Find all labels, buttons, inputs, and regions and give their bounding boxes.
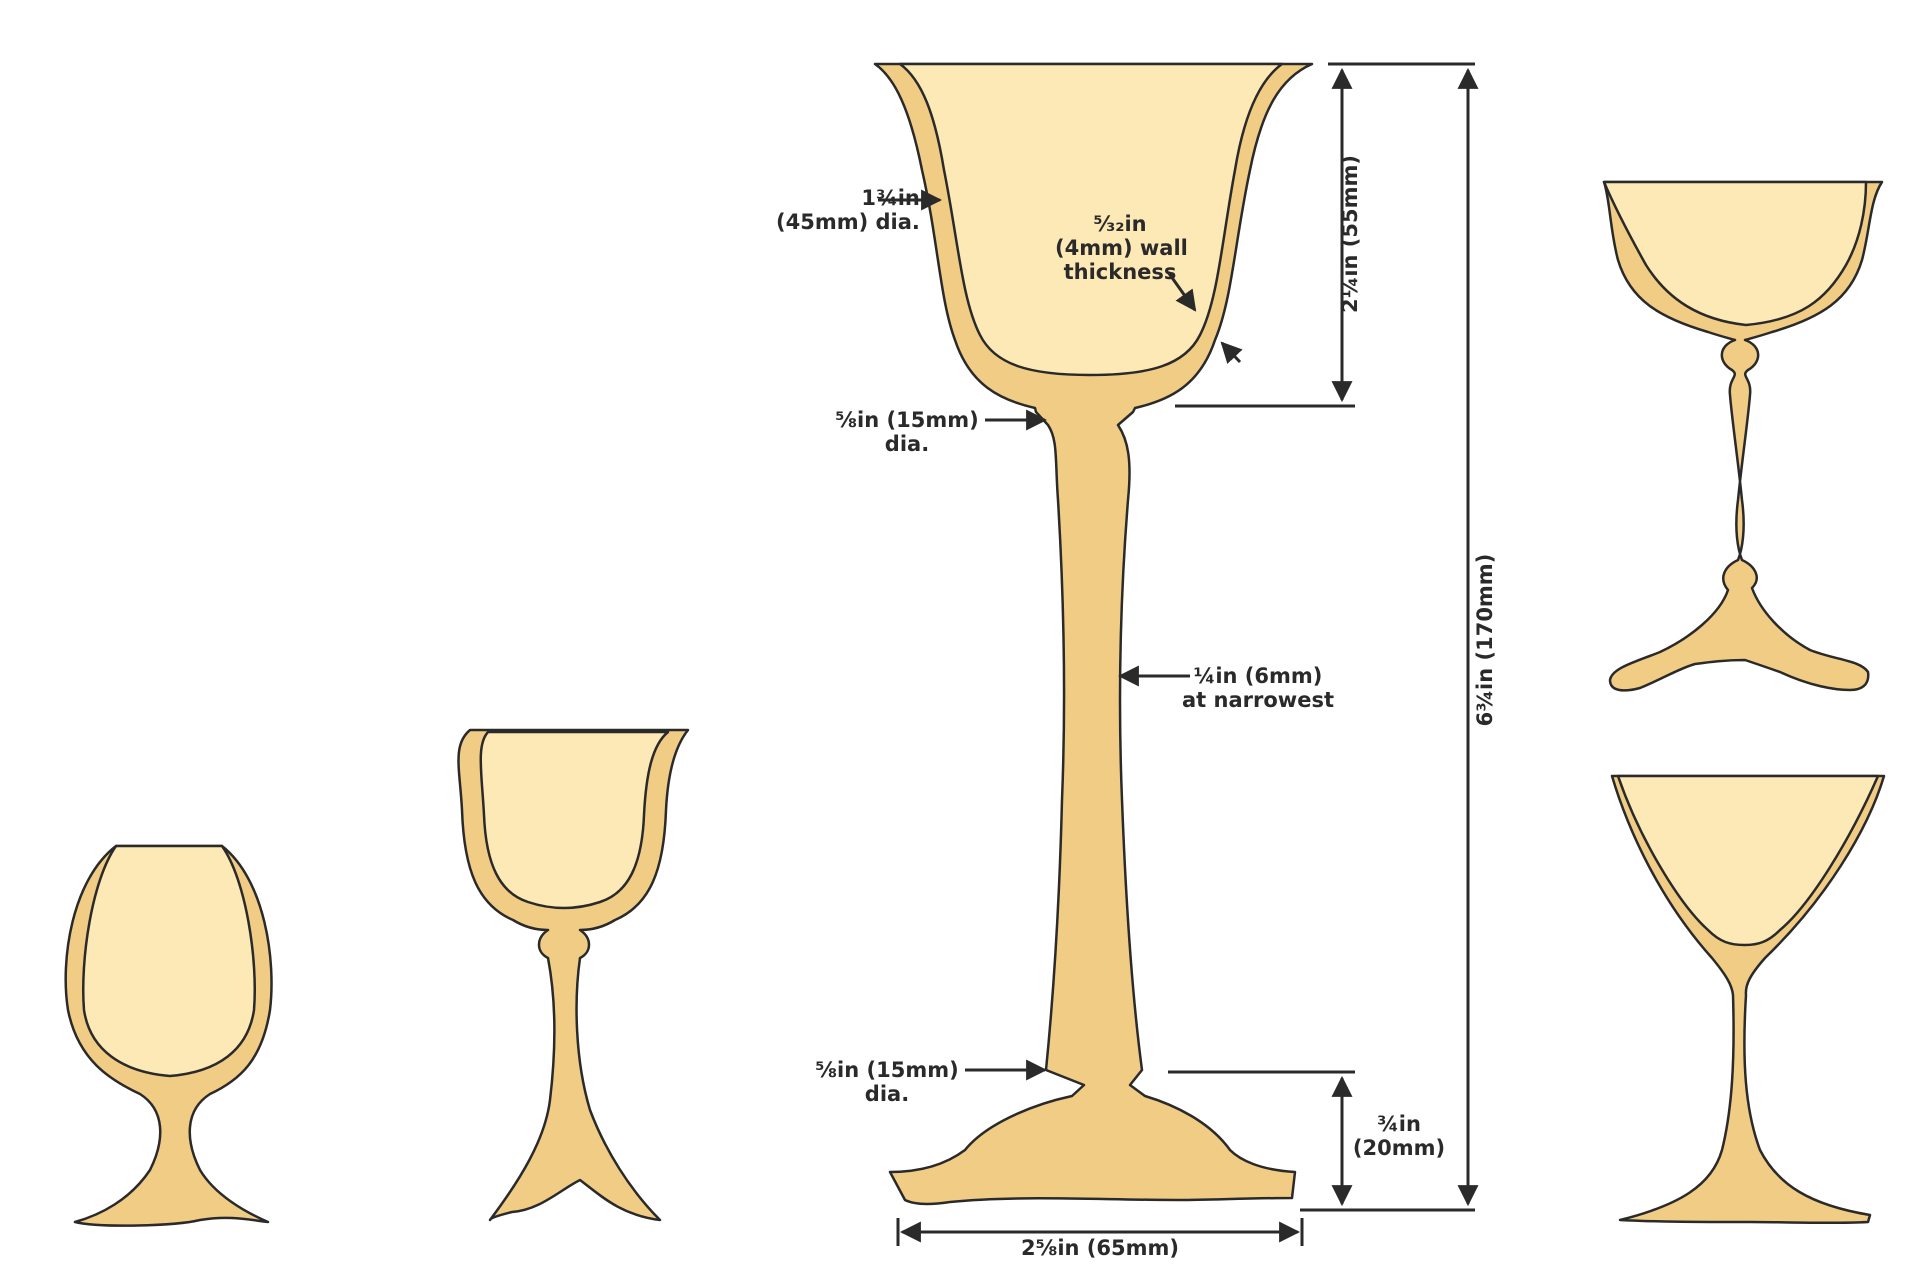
- wall-thickness-line3: thickness: [1063, 260, 1177, 284]
- foot-height-label: ¾in (20mm): [1344, 1112, 1454, 1160]
- foot-width-label: 2⅝in (65mm): [1021, 1236, 1179, 1260]
- goblet-small-round: [64, 844, 273, 1227]
- wall-thickness-arrow-outer: [1220, 341, 1243, 364]
- goblet-tulip-bowl: [479, 730, 670, 910]
- foot-height-line1: ¾in: [1377, 1112, 1421, 1136]
- narrowest-line1: ¼in (6mm): [1193, 664, 1323, 688]
- wall-thickness-line1: ⁵⁄₃₂in: [1093, 212, 1147, 236]
- wall-thickness-label: ⁵⁄₃₂in (4mm) wall thickness: [1055, 212, 1188, 284]
- narrowest-line2: at narrowest: [1182, 688, 1334, 712]
- top-stem-line2: dia.: [884, 432, 930, 456]
- dimension-lines: [878, 62, 1479, 1246]
- goblet-martini: [1610, 774, 1886, 1225]
- goblet-coupe-body: [1602, 180, 1884, 692]
- top-stem-diameter-label: ⅝in (15mm) dia.: [832, 408, 982, 456]
- bottom-stem-diameter-label: ⅝in (15mm) dia.: [812, 1058, 962, 1106]
- bowl-diameter-line1: 1¾in: [861, 186, 920, 210]
- foot-height-line2: (20mm): [1352, 1136, 1446, 1160]
- goblet-small-round-bowl: [82, 844, 256, 1078]
- goblet-tulip-knop: [457, 728, 690, 1222]
- top-stem-line1: ⅝in (15mm): [835, 408, 979, 432]
- wall-thickness-line2: (4mm) wall: [1055, 236, 1188, 260]
- bowl-diameter-line2: (45mm) dia.: [776, 210, 920, 234]
- bowl-height-label: 2¼in (55mm): [1338, 155, 1362, 313]
- goblet-main-body: [873, 62, 1314, 1206]
- goblet-martini-bowl: [1616, 774, 1880, 947]
- narrowest-label: ¼in (6mm) at narrowest: [1178, 664, 1338, 712]
- bowl-diameter-label: 1¾in (45mm) dia.: [776, 186, 920, 234]
- overall-height-label: 6¾in (170mm): [1473, 553, 1497, 727]
- bottom-stem-line1: ⅝in (15mm): [815, 1058, 959, 1082]
- goblet-coupe-knops: [1602, 180, 1884, 692]
- wall-thickness-arrow: [1166, 271, 1197, 312]
- goblet-coupe-bowl: [1602, 180, 1868, 327]
- bottom-stem-line2: dia.: [864, 1082, 910, 1106]
